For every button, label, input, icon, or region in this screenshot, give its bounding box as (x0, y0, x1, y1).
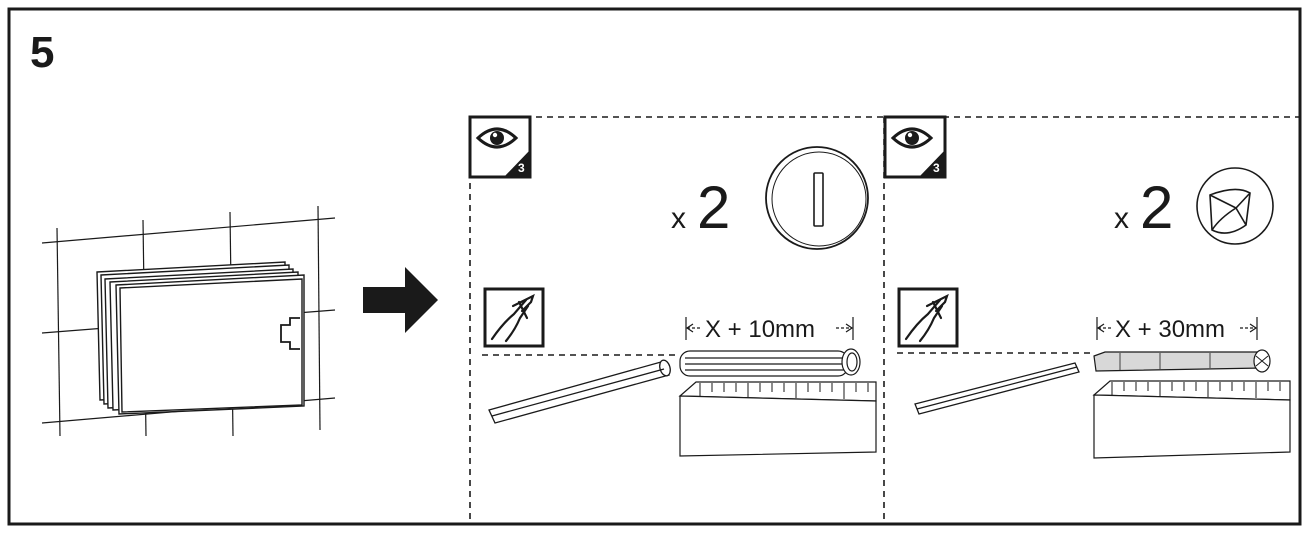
quantity-count: 2 (1140, 174, 1173, 241)
info-badge-number: 3 (933, 161, 940, 175)
ruler (678, 381, 877, 457)
next-arrow-icon (363, 267, 438, 333)
wall-cabinet-illustration (41, 205, 336, 437)
ruler (1092, 380, 1291, 459)
measurement-label: X + 10mm (705, 316, 815, 343)
measured-rod (1093, 349, 1271, 373)
eye-info-icon (883, 115, 947, 179)
panel-2: 3 x 2 X + (883, 115, 1291, 459)
eye-info-icon (468, 115, 532, 179)
info-badge-number: 3 (518, 161, 525, 175)
quantity-prefix: x (1114, 202, 1129, 235)
panel-1: 3 x 2 X + 10mm (468, 115, 877, 457)
wire-cutter-icon (483, 287, 545, 348)
quantity-count: 2 (697, 174, 730, 241)
flat-cover-cap-icon (765, 146, 869, 250)
measured-rod (679, 348, 861, 377)
step-number: 5 (30, 28, 54, 77)
measurement-dimension (1096, 317, 1258, 340)
cut-rod-piece (914, 362, 1080, 415)
rounded-cover-cap-icon (1196, 167, 1274, 245)
wire-cutter-icon (897, 287, 959, 348)
panel-dividers (469, 116, 1300, 524)
measurement-label: X + 30mm (1115, 316, 1225, 343)
measurement-dimension (685, 317, 854, 340)
cut-rod-piece (488, 359, 671, 424)
step-border (7, 7, 1302, 526)
quantity-prefix: x (671, 202, 686, 235)
